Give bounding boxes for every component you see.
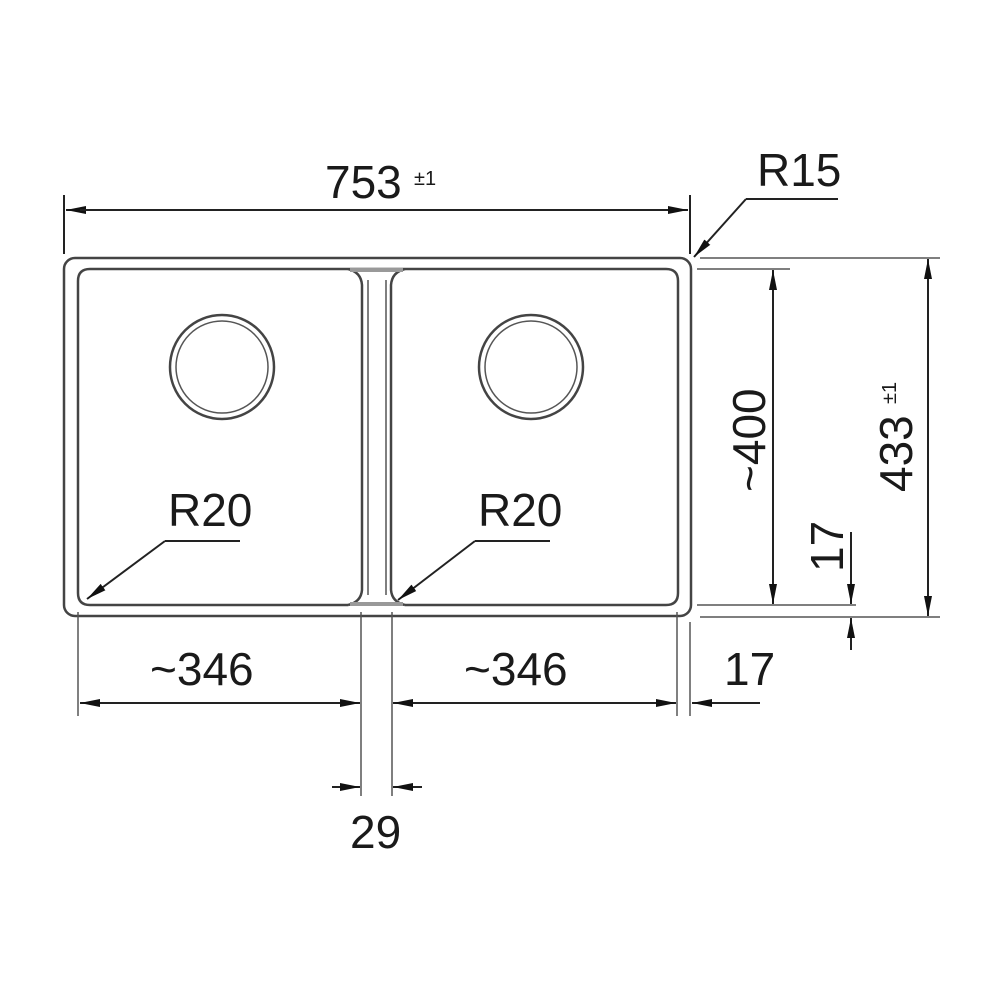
bottom-dimensions: ~346 ~346 17 29: [77, 612, 775, 858]
left-bowl-width-value: ~346: [150, 643, 254, 695]
rim-side-value: 17: [724, 643, 775, 695]
left-radius-label: R20: [168, 484, 252, 536]
width-tolerance: ±1: [414, 168, 436, 190]
outer-radius-label: R15: [757, 144, 841, 196]
width-dimension: 753 ±1: [63, 156, 691, 254]
outer-radius-callout: R15: [693, 144, 841, 258]
right-drain: [477, 313, 585, 421]
depth-value: 433: [870, 415, 922, 492]
bowl-divider: [347, 267, 406, 607]
right-bowl-radius-callout: R20: [397, 484, 562, 601]
divider-width-value: 29: [350, 806, 401, 858]
right-bowl-width-value: ~346: [464, 643, 568, 695]
width-value: 753: [325, 156, 402, 208]
rim-bottom-value: 17: [801, 521, 853, 572]
left-drain: [168, 313, 276, 421]
right-bowl: [405, 267, 680, 607]
right-radius-label: R20: [478, 484, 562, 536]
right-dimensions: ~400 433 ±1 17: [697, 257, 940, 650]
left-bowl: [76, 267, 348, 607]
depth-tolerance: ±1: [879, 382, 901, 404]
sink-outline: [62, 256, 693, 618]
left-bowl-radius-callout: R20: [86, 484, 252, 600]
bowl-height-value: ~400: [723, 388, 775, 492]
outer-rim: [62, 256, 693, 618]
